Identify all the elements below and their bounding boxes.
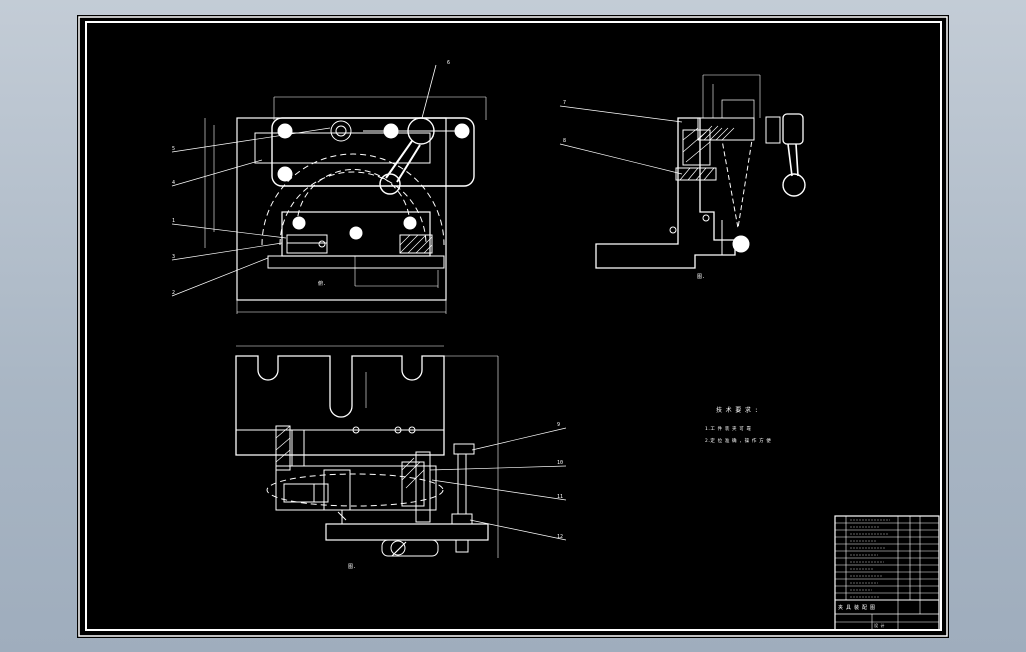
leader-label-bottom-9: 9 [557,422,560,428]
viewport-background [77,15,949,638]
leader-label-front-2: 4 [172,180,175,186]
leader-label-front-4: 3 [172,254,175,260]
title-block-name: 夹 具 装 配 图 [838,604,875,611]
side-view-label: 图. [697,274,705,280]
bottom-view-label: 图. [348,564,356,570]
front-view [171,64,487,314]
front-view-label: 俯. [318,280,326,287]
leader-label-bottom-12: 12 [557,534,563,540]
leader-label-front-3: 1 [172,218,175,224]
leader-label-bottom-10: 10 [557,460,563,466]
leader-label-side-7: 7 [563,100,566,106]
title-block [834,515,940,631]
tech-requirements-line-2: 2.定 位 准 确 , 操 作 方 便 [705,437,771,444]
leader-label-front-1: 5 [172,146,175,152]
leader-label-front-5: 2 [172,290,175,296]
leader-label-side-8: 8 [563,138,566,144]
drawing-border-outer [78,16,948,637]
bottom-view [235,345,567,558]
side-view [559,74,806,269]
drawing-border-inner [85,21,942,631]
tech-requirements-heading: 技 术 要 求 : [716,406,758,414]
leader-label-bottom-11: 11 [557,494,563,500]
title-block-designer: 设 计 [874,622,884,628]
tech-requirements-line-1: 1.工 件 装 夹 可 靠 [705,425,751,432]
leader-label-front-top: 6 [447,60,450,66]
